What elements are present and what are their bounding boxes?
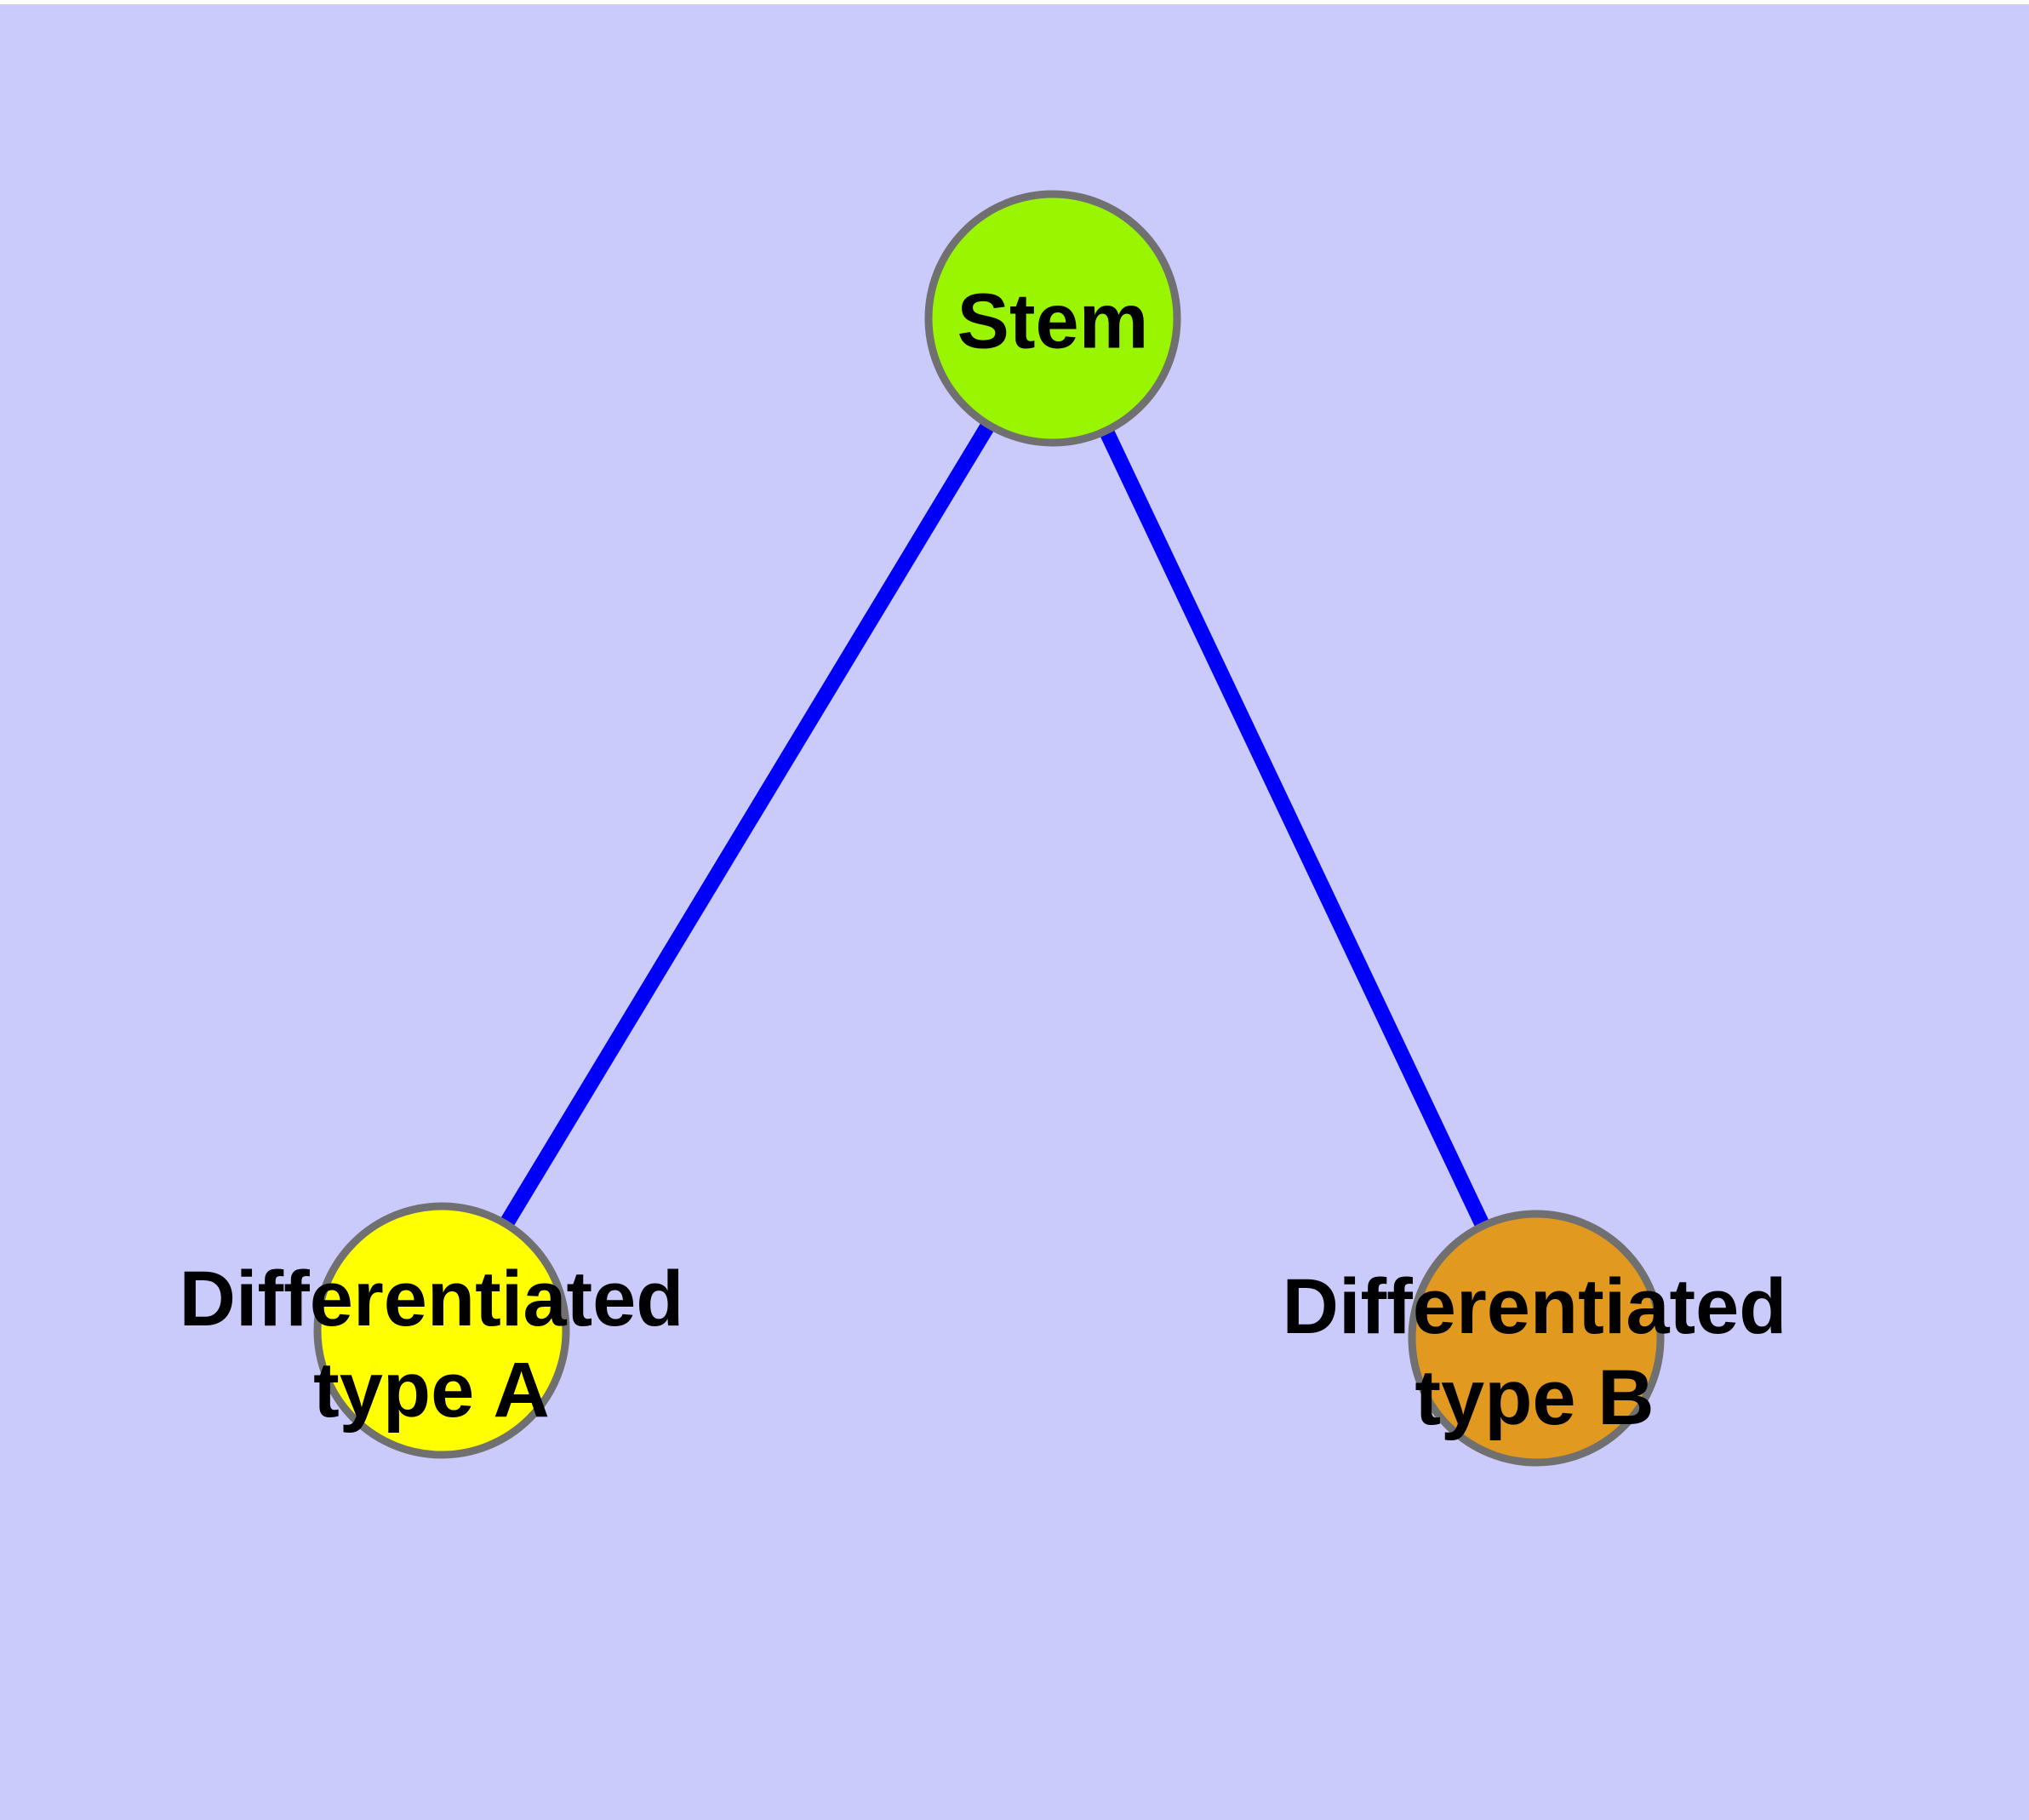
node-type-a-label-line2: type A	[313, 1347, 550, 1434]
node-type-a-label-line1: Differentiated	[179, 1256, 684, 1342]
node-stem-circle	[924, 190, 1181, 447]
edge-stem-to-type-a	[435, 314, 1060, 1335]
node-type-a-label: Differentiated type A	[180, 1254, 684, 1436]
node-type-b-label: Differentiated type B	[1283, 1262, 1787, 1444]
node-type-b-circle	[1408, 1210, 1665, 1467]
edge-stem-to-type-b	[1045, 315, 1544, 1342]
node-stem-label: Stem	[957, 277, 1149, 368]
node-type-b-label-line1: Differentiated	[1282, 1263, 1787, 1350]
node-stem-label-text: Stem	[957, 278, 1149, 365]
node-type-b-label-line2: type B	[1415, 1354, 1655, 1441]
node-type-a-circle	[313, 1202, 570, 1459]
